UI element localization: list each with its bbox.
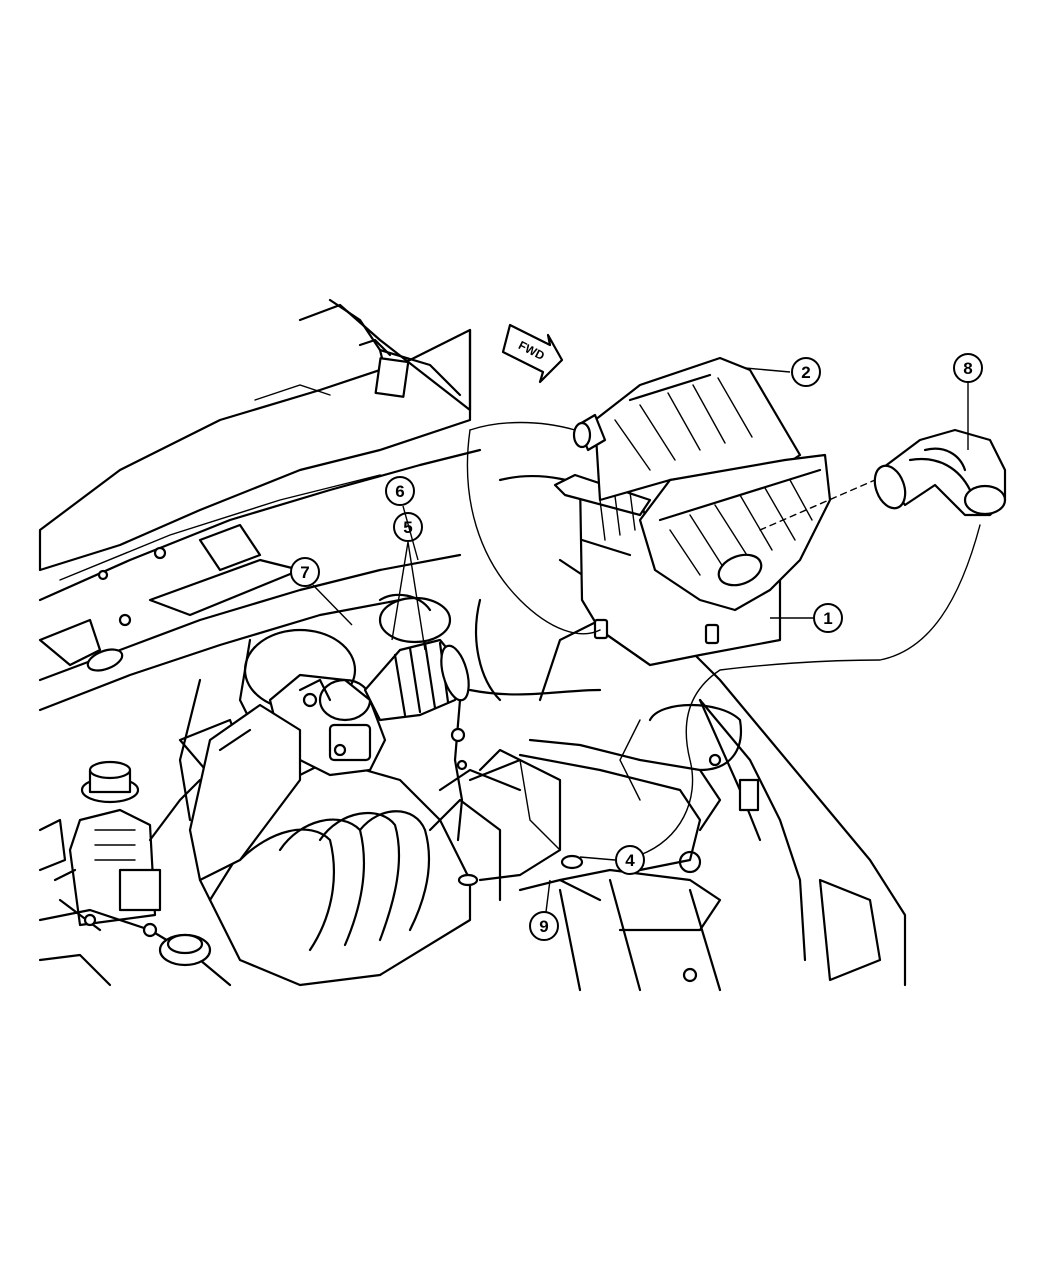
callout-5-circle	[393, 512, 423, 542]
callout-5-label: 5	[403, 518, 412, 537]
routing-lines	[466, 421, 981, 856]
leader-6	[402, 505, 419, 561]
callout-1-label: 1	[823, 609, 832, 628]
callout-6-label: 6	[395, 482, 404, 501]
leader-9	[545, 879, 551, 913]
callout-1-circle	[813, 603, 843, 633]
callout-8-label: 8	[963, 359, 972, 378]
callout-7-circle	[290, 557, 320, 587]
leader-5	[391, 541, 426, 651]
callout-8-circle	[953, 353, 983, 383]
callout-2-circle	[791, 357, 821, 387]
leader-7	[312, 584, 353, 626]
callout-2-label: 2	[801, 363, 810, 382]
fwd-direction-arrow: FWD	[501, 323, 564, 384]
callouts: 1 2 4 5 6 7 8 9	[290, 353, 983, 941]
callout-7-label: 7	[300, 563, 309, 582]
callout-4-label: 4	[625, 851, 635, 870]
callout-4-circle	[615, 845, 645, 875]
leader-2	[744, 367, 791, 373]
callout-9-label: 9	[539, 917, 548, 936]
callout-9-circle	[529, 911, 559, 941]
callout-6-circle	[385, 476, 415, 506]
engine-bay-structure	[38, 298, 907, 992]
air-inlet-duct	[873, 428, 1007, 517]
leader-4	[579, 856, 616, 861]
air-cleaner-cover	[572, 356, 832, 612]
